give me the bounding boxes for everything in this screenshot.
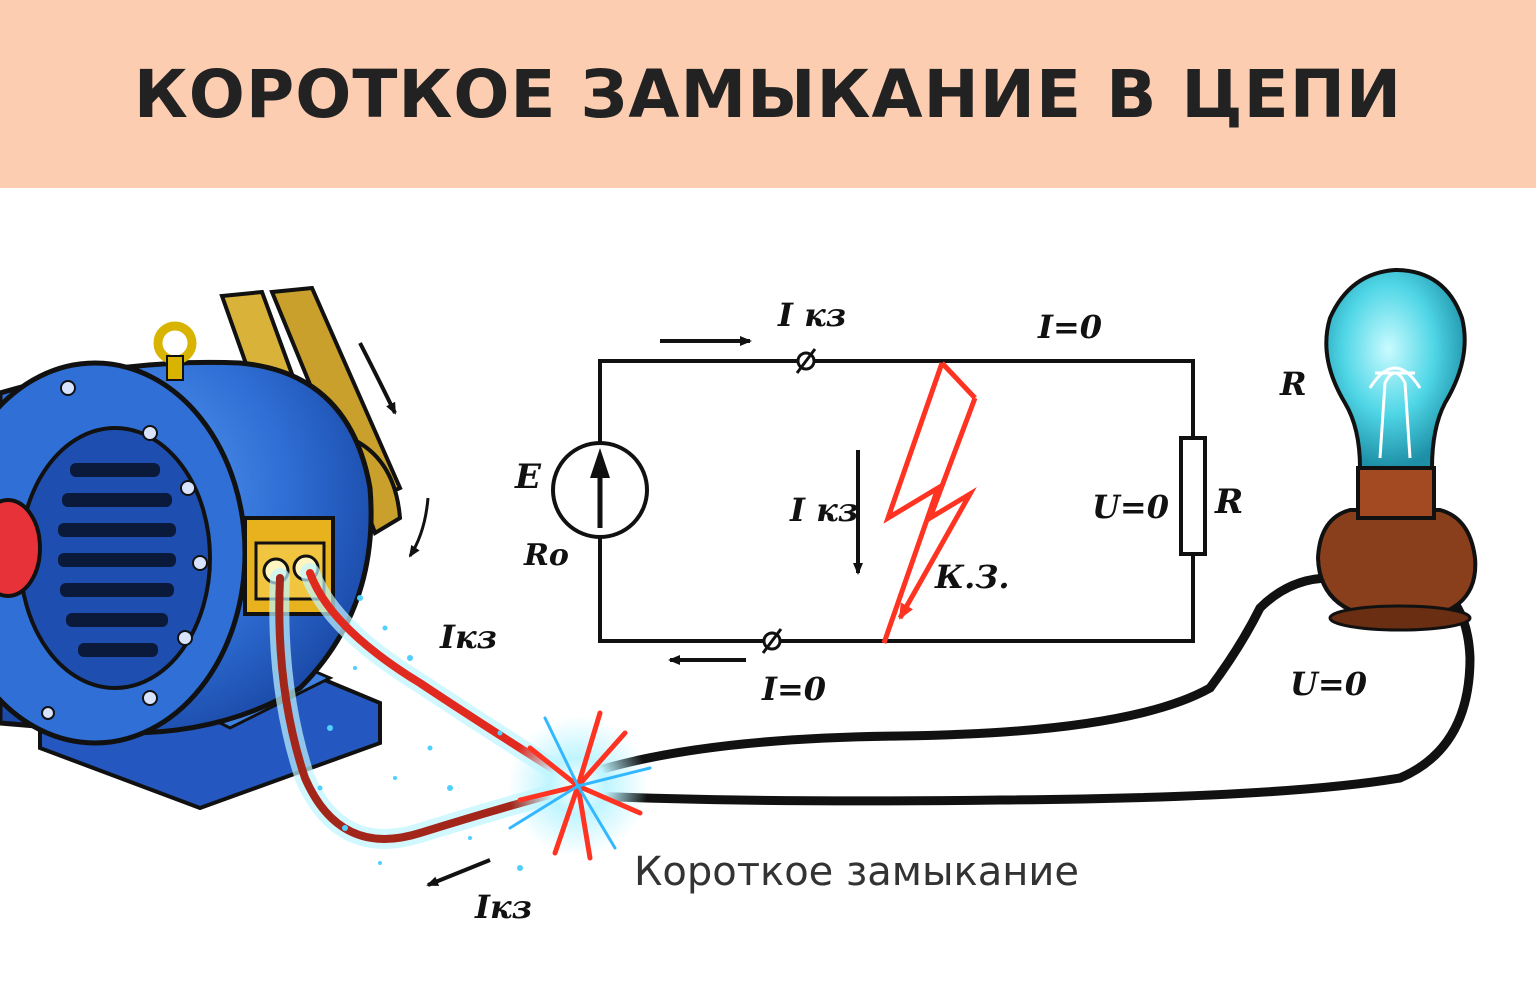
bottom-current-label: I=0	[761, 670, 826, 708]
motor-current-label: Iкз	[439, 618, 497, 656]
short-circuit-spark	[508, 710, 652, 861]
electric-motor	[0, 285, 430, 811]
light-bulb	[1315, 267, 1478, 632]
spark-particles	[317, 595, 523, 871]
top-current-label: I кз	[777, 296, 846, 334]
top-right-current-label: I=0	[1037, 308, 1102, 346]
spark-caption: Короткое замыкание	[634, 849, 1079, 895]
title-banner: КОРОТКОЕ ЗАМЫКАНИЕ В ЦЕПИ	[0, 0, 1536, 188]
return-current-label: Iкз	[474, 888, 532, 926]
internal-resistance-label: Ro	[523, 538, 569, 573]
voltage-label: U=0	[1092, 488, 1169, 526]
circuit-schematic	[551, 336, 1207, 665]
source-label: E	[514, 457, 542, 497]
lamp-cables	[585, 573, 1475, 806]
resistor-icon	[1179, 436, 1207, 556]
short-circuit-illustration: I кз I=0 E Ro I кз U=0 R К.З. I=0 Iкз Iк…	[0, 267, 1478, 926]
lamp-label: R	[1279, 365, 1307, 403]
vertical-current-label: I кз	[789, 491, 858, 529]
short-circuit-label: К.З.	[934, 558, 1009, 596]
short-circuit-bolt	[881, 362, 945, 644]
page-title: КОРОТКОЕ ЗАМЫКАНИЕ В ЦЕПИ	[133, 55, 1403, 133]
resistor-label: R	[1214, 482, 1243, 522]
lamp-voltage-label: U=0	[1290, 665, 1367, 703]
